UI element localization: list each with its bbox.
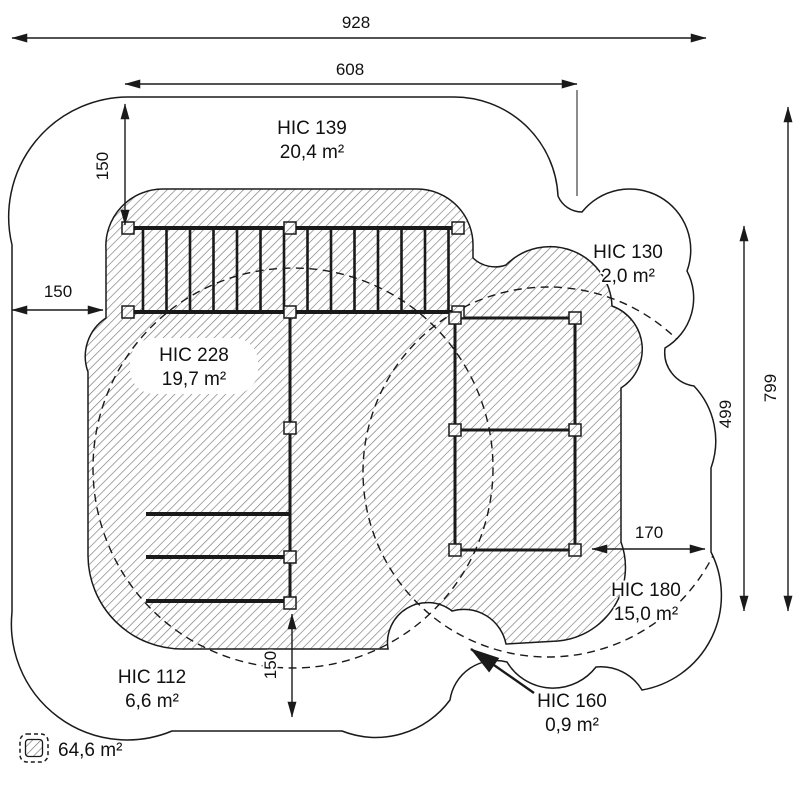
zone-hic180-area: 15,0 m² xyxy=(614,604,678,625)
area-legend-icon-fill xyxy=(24,738,44,758)
post-node xyxy=(568,543,582,557)
zone-hic112-area: 6,6 m² xyxy=(125,691,179,712)
dim-overall-width-label: 928 xyxy=(342,13,370,32)
zone-hic139-area: 20,4 m² xyxy=(280,142,344,163)
post-node xyxy=(451,221,465,235)
area-legend-icon xyxy=(19,733,49,763)
dim-offset-bottom-label: 150 xyxy=(261,651,280,679)
post-node xyxy=(283,421,297,435)
zone-labels: HIC 139 20,4 m² HIC 130 2,0 m² HIC 228 1… xyxy=(116,116,683,738)
post-node xyxy=(283,596,297,610)
dim-offset-left-label: 150 xyxy=(44,282,72,301)
area-legend: 64,6 m² xyxy=(19,733,124,763)
zone-hic130-area: 2,0 m² xyxy=(601,266,655,287)
ladder-rungs xyxy=(141,230,450,310)
zone-hic139-label: HIC 139 xyxy=(277,118,347,139)
post-node xyxy=(121,221,135,235)
post-node xyxy=(568,423,582,437)
dim-structure-width-label: 608 xyxy=(336,60,364,79)
post-node xyxy=(121,305,135,319)
balance-beams xyxy=(146,512,290,603)
dim-offset-right-label: 170 xyxy=(635,523,663,542)
zone-hic180-label: HIC 180 xyxy=(611,580,681,601)
post-node xyxy=(283,221,297,235)
post-node xyxy=(283,305,297,319)
post-node xyxy=(283,550,297,564)
post-node xyxy=(568,311,582,325)
equipment-structure xyxy=(121,221,582,610)
zone-hic228-label: HIC 228 xyxy=(159,345,229,366)
dim-structure-height-label: 499 xyxy=(716,400,735,428)
post-node xyxy=(448,423,462,437)
zone-hic130-label: HIC 130 xyxy=(593,242,663,263)
post-node xyxy=(448,311,462,325)
zone-hic112-label: HIC 112 xyxy=(118,667,186,688)
zone-hic160-label: HIC 160 xyxy=(537,691,607,712)
label-pocket xyxy=(130,338,258,394)
zone-hic228-area: 19,7 m² xyxy=(162,369,226,390)
swing-zone-circle-right xyxy=(362,286,722,658)
total-area-label: 64,6 m² xyxy=(58,740,122,761)
equipment-footprint xyxy=(84,188,643,650)
dim-overall-height-label: 799 xyxy=(761,374,780,402)
hic160-pointer-arrow xyxy=(470,648,535,694)
dimension-lines xyxy=(11,33,793,718)
dim-offset-top-left-label: 150 xyxy=(93,152,112,180)
zone-hic160-area: 0,9 m² xyxy=(545,715,599,736)
post-node xyxy=(448,543,462,557)
